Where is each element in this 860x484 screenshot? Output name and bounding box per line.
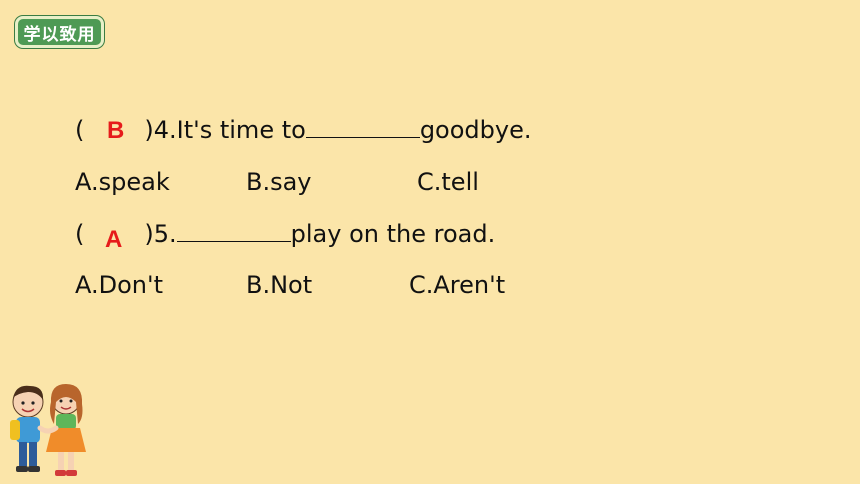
question-4-option-c: C.tell: [417, 168, 479, 196]
question-5-option-b: B.Not: [246, 271, 313, 299]
question-5-option-c: C.Aren't: [409, 271, 506, 299]
question-5-answer: A: [105, 226, 123, 253]
question-4-text: )4.It's time to: [144, 116, 306, 144]
question-5-after-blank: play on the road.: [290, 220, 496, 248]
question-5-text: )5.: [144, 220, 177, 248]
question-5-option-a: A.Don't: [75, 271, 164, 299]
question-4-answer: B: [107, 117, 125, 144]
two-kids-holding-hands-icon: [10, 384, 86, 476]
question-4-after-blank: goodbye.: [419, 116, 532, 144]
question-5-line: ( )5. play on the road.: [75, 220, 495, 248]
question-4-blank: [305, 119, 420, 138]
question-4-option-b: B.say: [246, 168, 312, 196]
question-4-open-paren: (: [75, 116, 85, 144]
section-badge: 学以致用: [15, 16, 104, 48]
question-4-line: ( )4.It's time to goodbye.: [75, 116, 531, 144]
question-5-open-paren: (: [75, 220, 85, 248]
question-5-blank: [176, 223, 291, 242]
question-4-option-a: A.speak: [75, 168, 170, 196]
section-badge-label: 学以致用: [23, 24, 96, 45]
